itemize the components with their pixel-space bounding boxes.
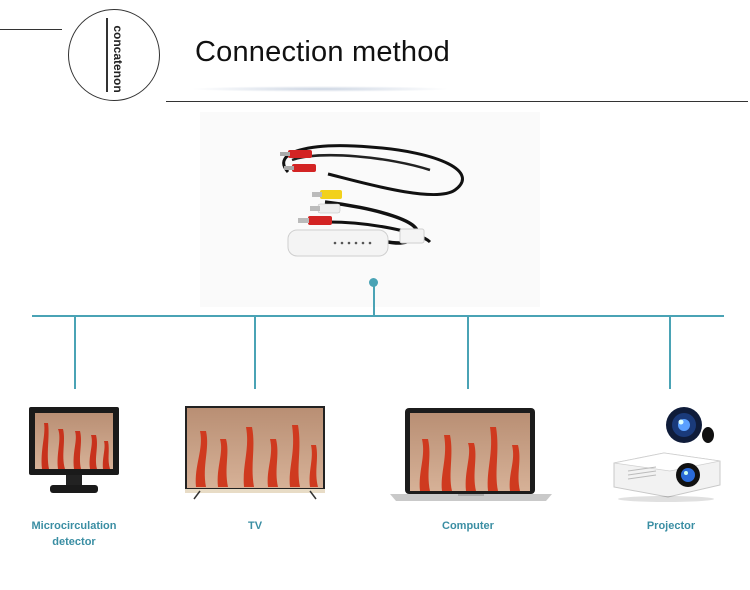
connector-drop-microcirculation <box>74 316 76 389</box>
device-label-line1: TV <box>247 520 263 532</box>
device-label-line2: detector <box>52 536 96 548</box>
device-label-line1: Projector <box>646 520 696 532</box>
badge-text: concatenon <box>111 25 125 93</box>
section-badge <box>68 9 160 101</box>
connector-drop-tv <box>254 316 256 389</box>
laptop-icon <box>388 405 554 503</box>
device-label-microcirculation: Microcirculation detector <box>20 518 128 550</box>
header-rule-left <box>0 29 62 30</box>
device-label-line1: Microcirculation <box>31 520 117 532</box>
title-underline-glow <box>190 86 450 92</box>
usb-video-capture-cable-icon <box>200 112 540 307</box>
badge-divider <box>106 18 108 92</box>
header-rule-right <box>166 101 748 102</box>
device-label-projector: Projector <box>628 518 714 534</box>
connector-drop-computer <box>467 316 469 389</box>
projector-icon <box>608 405 728 503</box>
device-label-line1: Computer <box>442 520 494 532</box>
connector-drop-projector <box>669 316 671 389</box>
connector-stem <box>373 282 375 316</box>
tv-icon <box>184 405 326 503</box>
connector-bus <box>32 315 724 317</box>
device-label-tv: TV <box>214 518 296 534</box>
page-title: Connection method <box>195 36 450 68</box>
connector-node <box>369 278 378 287</box>
device-label-computer: Computer <box>426 518 510 534</box>
monitor-icon <box>28 405 122 503</box>
